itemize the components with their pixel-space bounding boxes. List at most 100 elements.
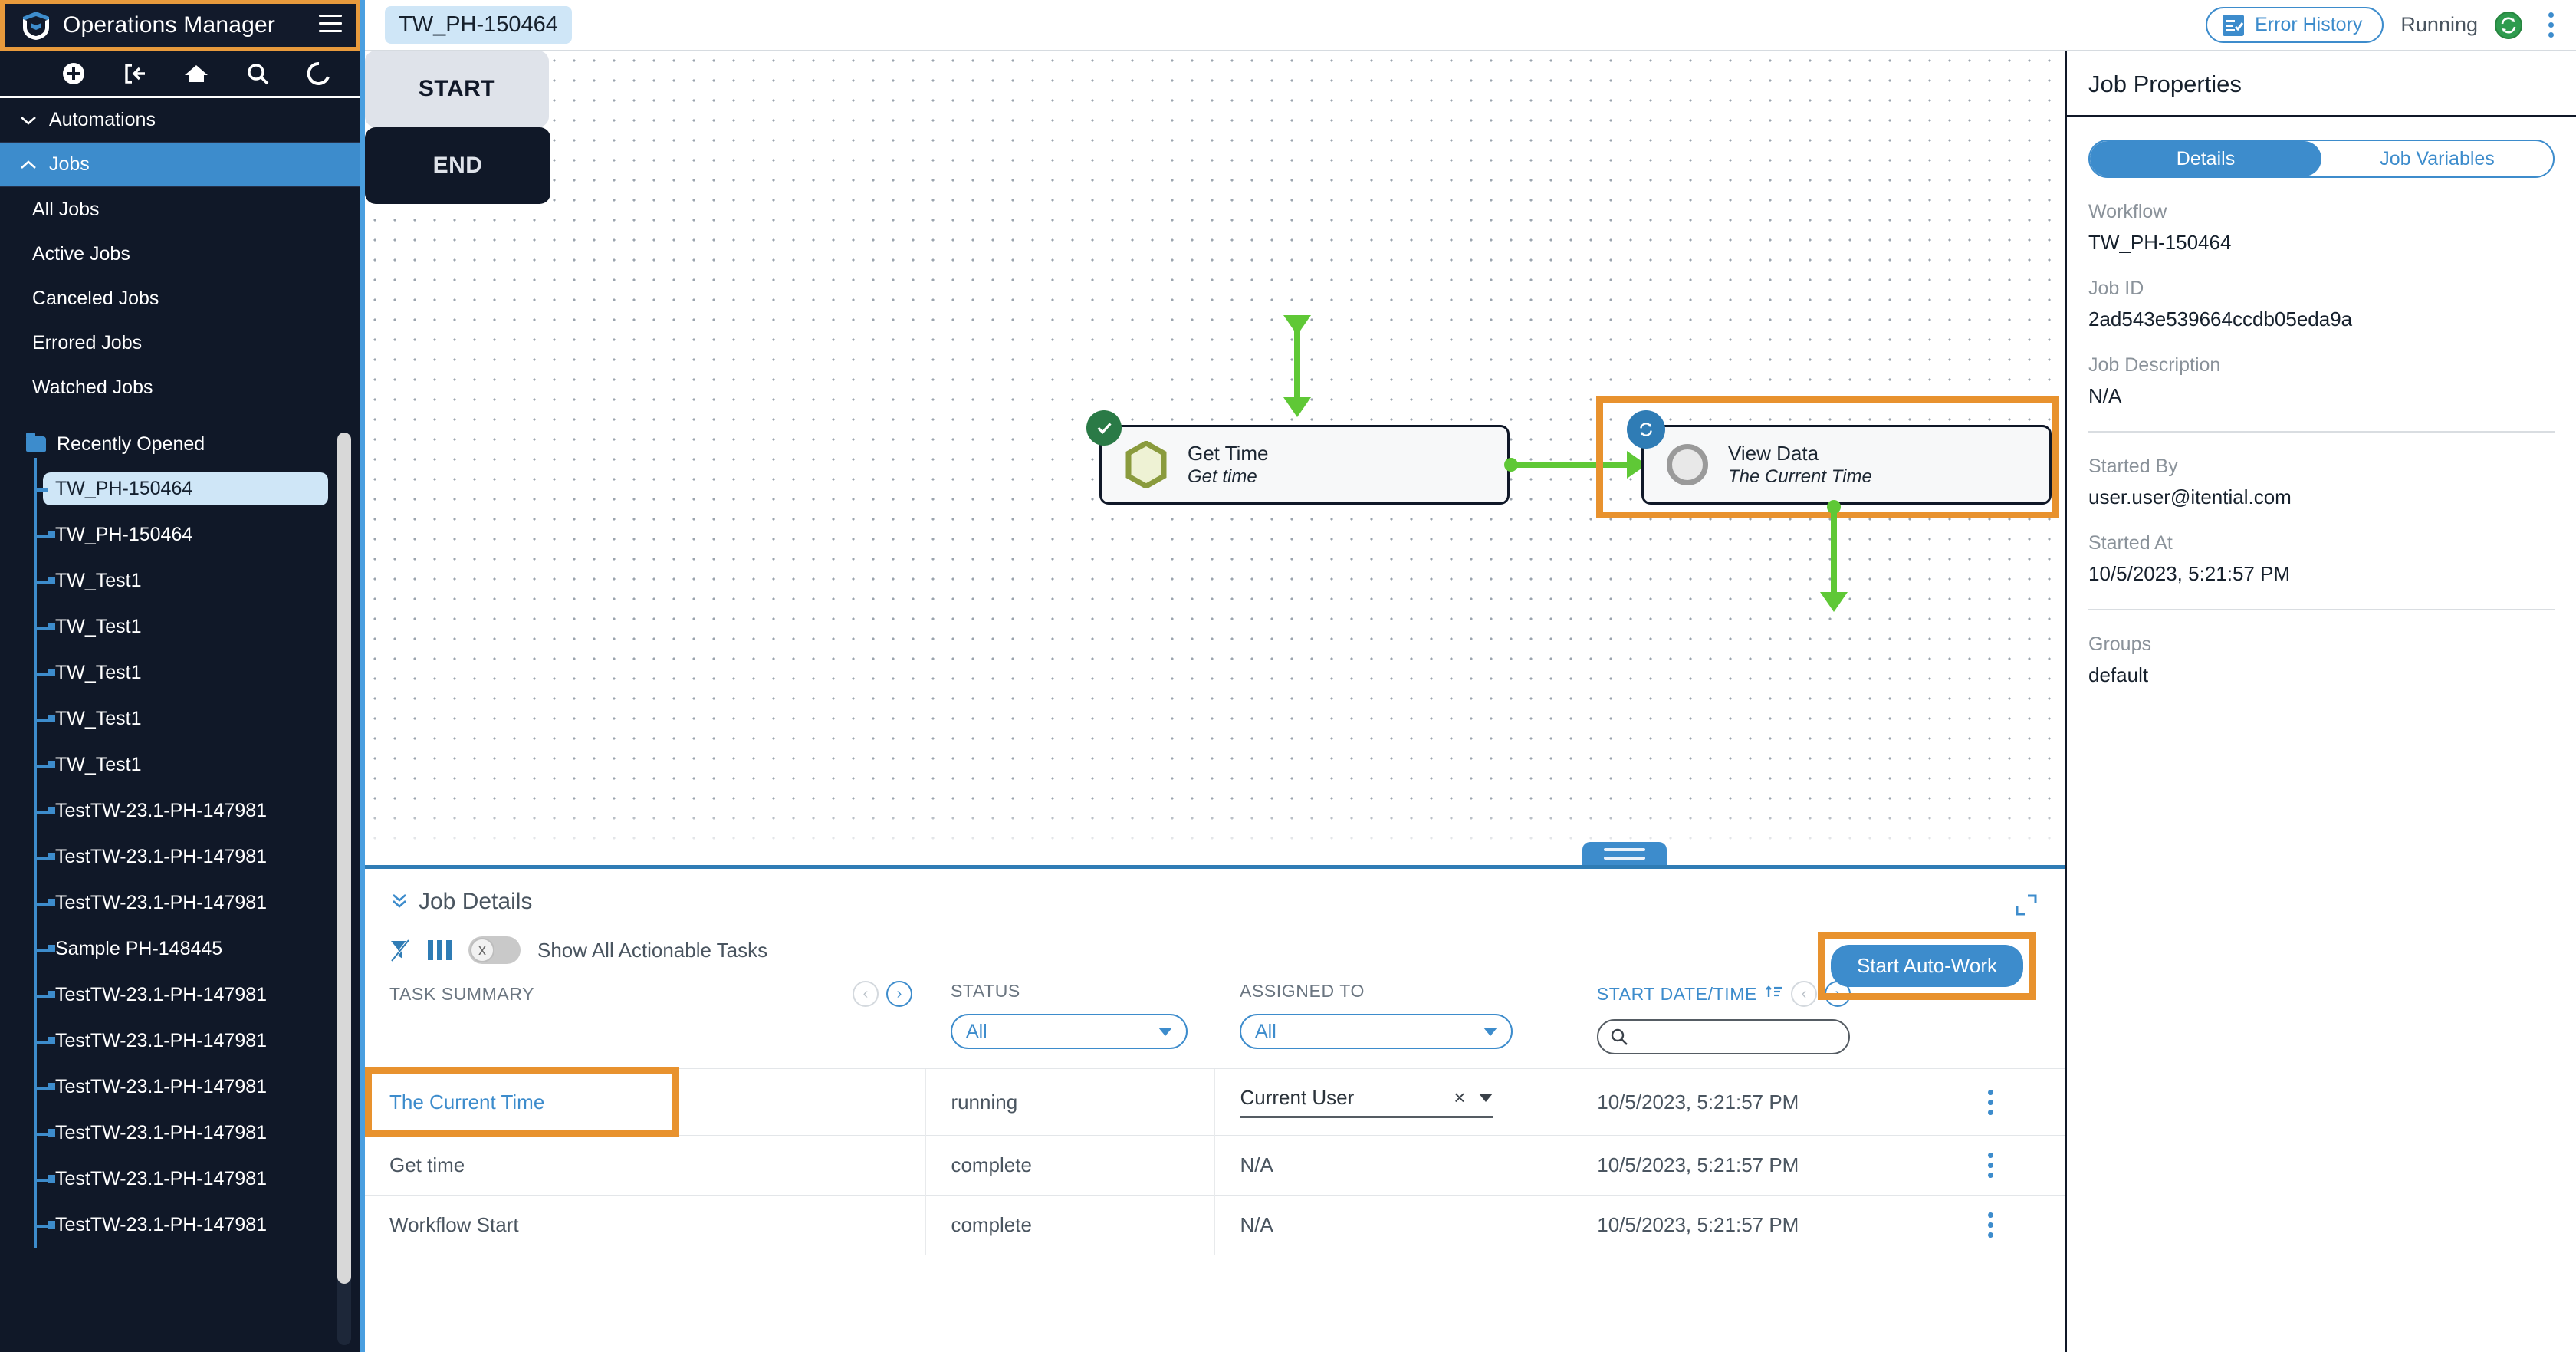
list-item[interactable]: TestTW-23.1-PH-147981: [0, 1018, 360, 1064]
list-item[interactable]: TW_Test1: [0, 604, 360, 650]
list-item-label: TestTW-23.1-PH-147981: [55, 1029, 268, 1051]
cell-start-date-time: 10/5/2023, 5:21:57 PM: [1572, 1195, 1963, 1255]
list-item-label: TW_Test1: [55, 707, 142, 729]
login-arrow-icon[interactable]: [121, 60, 149, 87]
assigned-to-filter-value: All: [1254, 1020, 1276, 1042]
sidebar-section-automations[interactable]: Automations: [0, 98, 360, 143]
sidebar-section-label: Automations: [49, 109, 156, 130]
assigned-to-filter-select[interactable]: All: [1239, 1014, 1513, 1049]
table-row[interactable]: The Current Time running Current User ×: [365, 1067, 2065, 1137]
table-row[interactable]: Get time complete N/A 10/5/2023, 5:21:57…: [365, 1135, 2065, 1196]
workflow-node-view-data[interactable]: View Data The Current Time: [1627, 410, 2052, 505]
workflow-node-start[interactable]: START: [365, 51, 549, 127]
tab-details[interactable]: Details: [2090, 141, 2321, 176]
sort-ascending-icon[interactable]: [1765, 984, 1783, 1004]
list-item[interactable]: TestTW-23.1-PH-147981: [0, 788, 360, 834]
workflow-canvas[interactable]: START: [365, 51, 2065, 869]
job-details-header: Job Details: [365, 869, 2065, 916]
hamburger-menu-icon[interactable]: [319, 15, 342, 35]
sidebar-item-watched-jobs[interactable]: Watched Jobs: [0, 365, 360, 410]
field-workflow: Workflow TW_PH-150464: [2088, 201, 2555, 255]
list-item[interactable]: TestTW-23.1-PH-147981: [0, 1156, 360, 1202]
start-date-prev-button[interactable]: ‹: [1790, 981, 1817, 1007]
tab-job-variables[interactable]: Job Variables: [2380, 147, 2495, 169]
scrollbar-thumb[interactable]: [337, 433, 351, 1284]
start-auto-work-button[interactable]: Start Auto-Work: [1830, 945, 2023, 987]
plus-circle-icon[interactable]: [60, 60, 87, 87]
list-item[interactable]: TW_Test1: [0, 696, 360, 742]
expand-corner-icon[interactable]: [2015, 893, 2038, 916]
sidebar-item-canceled-jobs[interactable]: Canceled Jobs: [0, 276, 360, 321]
sidebar-item-label: Active Jobs: [32, 242, 130, 265]
sidebar-item-active-jobs[interactable]: Active Jobs: [0, 232, 360, 276]
kebab-menu-icon[interactable]: [1988, 1212, 2052, 1238]
kebab-menu-icon[interactable]: [1988, 1153, 2052, 1178]
show-all-actionable-tasks-toggle[interactable]: x: [468, 936, 521, 964]
list-item[interactable]: TestTW-23.1-PH-147981: [0, 1064, 360, 1110]
assigned-to-select[interactable]: Current User ×: [1240, 1086, 1493, 1118]
tab-job[interactable]: TW_PH-150464: [385, 6, 572, 44]
chevron-down-icon[interactable]: [1479, 1094, 1493, 1102]
brand-bar: Operations Manager: [5, 4, 356, 47]
sidebar-item-errored-jobs[interactable]: Errored Jobs: [0, 321, 360, 365]
cell-task-summary[interactable]: The Current Time: [365, 1067, 926, 1137]
column-label[interactable]: START DATE/TIME: [1596, 983, 1757, 1004]
home-icon[interactable]: [182, 60, 210, 87]
cell-task-summary: Workflow Start: [365, 1195, 926, 1255]
filter-off-icon[interactable]: [389, 938, 411, 962]
field-value: N/A: [2088, 384, 2122, 407]
table-row[interactable]: Workflow Start complete N/A 10/5/2023, 5…: [365, 1195, 2065, 1255]
task-link[interactable]: The Current Time: [389, 1090, 545, 1114]
list-item[interactable]: Sample PH-148445: [0, 926, 360, 972]
column-label: ASSIGNED TO: [1239, 981, 1365, 1001]
cell-row-menu[interactable]: [1963, 1135, 2065, 1196]
brand-highlight-frame: Operations Manager: [0, 0, 360, 51]
field-label: Workflow: [2088, 201, 2167, 222]
chevron-double-down-icon[interactable]: [389, 890, 409, 913]
status-filter-select[interactable]: All: [950, 1014, 1188, 1049]
clear-icon[interactable]: ×: [1454, 1086, 1466, 1109]
list-item[interactable]: TestTW-23.1-PH-147981: [0, 1110, 360, 1156]
list-item[interactable]: TestTW-23.1-PH-147981: [0, 972, 360, 1018]
field-groups: Groups default: [2088, 633, 2555, 687]
sidebar-scrollbar[interactable]: [337, 433, 351, 1345]
field-value: TW_PH-150464: [2088, 231, 2232, 254]
start-date-search-field[interactable]: [1596, 1019, 1850, 1054]
hexagon-task-icon: [1125, 439, 1168, 490]
task-summary-prev-button[interactable]: ‹: [852, 981, 879, 1007]
cell-row-menu[interactable]: [1963, 1195, 2065, 1255]
columns-icon[interactable]: [428, 940, 452, 960]
cell-task-summary: Get time: [365, 1135, 926, 1196]
sidebar-section-label: Jobs: [49, 153, 90, 175]
list-item-label: Sample PH-148445: [55, 937, 223, 959]
list-item[interactable]: TestTW-23.1-PH-147981: [0, 834, 360, 880]
sidebar-section-jobs[interactable]: Jobs: [0, 143, 360, 187]
list-item[interactable]: TW_PH-150464: [0, 512, 360, 558]
list-item[interactable]: TW_PH-150464: [0, 465, 360, 512]
list-item[interactable]: TW_Test1: [0, 558, 360, 604]
task-summary-next-button[interactable]: ›: [886, 981, 912, 1007]
sidebar-item-all-jobs[interactable]: All Jobs: [0, 187, 360, 232]
edge-start-to-gettime: [1294, 320, 1300, 412]
error-history-button[interactable]: Error History: [2206, 7, 2384, 43]
refresh-circle-icon[interactable]: [305, 60, 333, 87]
list-item[interactable]: TW_Test1: [0, 650, 360, 696]
start-date-search-input[interactable]: [1635, 1026, 1836, 1048]
kebab-menu-icon[interactable]: [1988, 1089, 2052, 1115]
kebab-menu-icon[interactable]: [2539, 9, 2558, 41]
workflow-node-get-time[interactable]: Get Time Get time: [1086, 410, 1510, 505]
recently-opened-header[interactable]: Recently Opened: [0, 423, 360, 465]
status-filter-value: All: [965, 1020, 987, 1042]
field-label: Started At: [2088, 532, 2173, 554]
cell-row-menu[interactable]: [1963, 1068, 2065, 1136]
content-row: START: [365, 51, 2576, 1352]
recently-opened-label: Recently Opened: [57, 433, 205, 455]
list-item[interactable]: TestTW-23.1-PH-147981: [0, 880, 360, 926]
list-item[interactable]: TestTW-23.1-PH-147981: [0, 1202, 360, 1248]
drag-handle-icon[interactable]: [1582, 842, 1667, 865]
toggle-knob: x: [470, 938, 495, 962]
search-icon[interactable]: [244, 60, 271, 87]
list-item[interactable]: TW_Test1: [0, 742, 360, 788]
cell-assigned-to[interactable]: Current User ×: [1214, 1068, 1572, 1136]
workflow-node-end[interactable]: END: [365, 127, 550, 204]
